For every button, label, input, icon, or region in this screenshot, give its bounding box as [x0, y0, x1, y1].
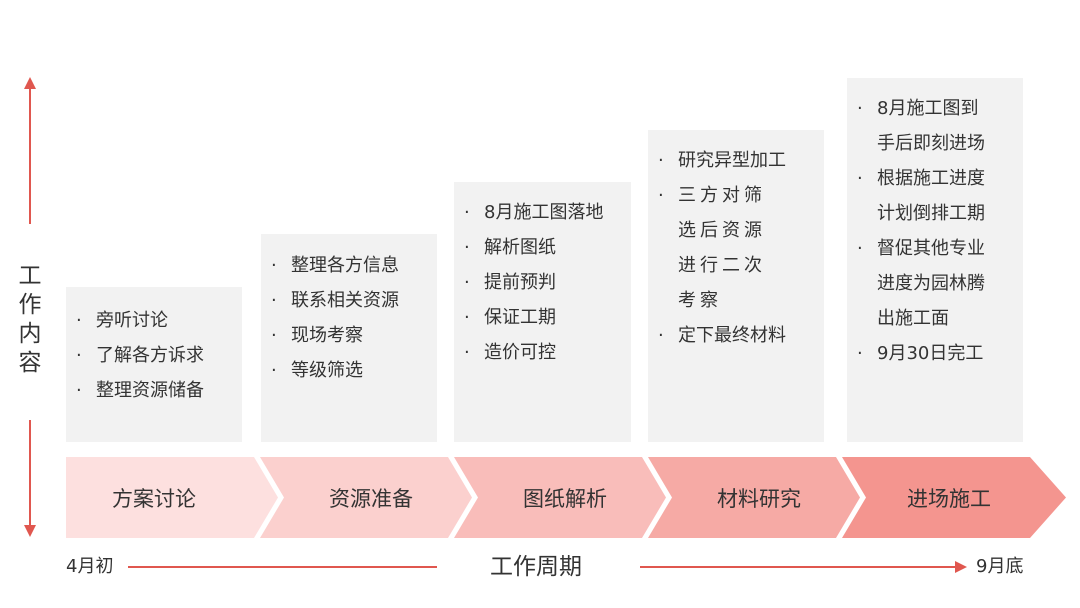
stage-box-1: 旁听讨论 了解各方诉求 整理资源储备 — [66, 287, 242, 442]
stage-step-label: 材料研究 — [717, 486, 801, 511]
stage-box-3: 8月施工图落地 解析图纸 提前预判 保证工期 造价可控 — [454, 182, 631, 442]
list-item: 8月施工图落地 — [454, 195, 631, 230]
list-item: 整理各方信息 — [261, 248, 437, 283]
stage-items-list: 研究异型加工 三方对筛选后资源进行二次考察 定下最终材料 — [648, 143, 824, 353]
stage-items-list: 旁听讨论 了解各方诉求 整理资源储备 — [66, 303, 242, 408]
list-item: 联系相关资源 — [261, 283, 437, 318]
list-item: 整理资源储备 — [66, 373, 242, 408]
arrow-down-icon — [24, 525, 36, 537]
stage-step-1: 方案讨论 — [66, 457, 278, 538]
stage-items-list: 8月施工图落地 解析图纸 提前预判 保证工期 造价可控 — [454, 195, 631, 370]
stage-step-2: 资源准备 — [260, 457, 472, 538]
list-item: 提前预判 — [454, 265, 631, 300]
list-item: 等级筛选 — [261, 353, 437, 388]
list-item: 督促其他专业进度为园林腾出施工面 — [847, 231, 985, 336]
list-item: 旁听讨论 — [66, 303, 242, 338]
stage-step-label: 方案讨论 — [112, 486, 196, 511]
timeline-end-label: 9月底 — [976, 556, 1024, 577]
timeline-line-right — [640, 566, 956, 568]
stage-box-4: 研究异型加工 三方对筛选后资源进行二次考察 定下最终材料 — [648, 130, 824, 442]
list-item: 了解各方诉求 — [66, 338, 242, 373]
stage-step-5: 进场施工 — [842, 457, 1066, 538]
stage-items-list: 整理各方信息 联系相关资源 现场考察 等级筛选 — [261, 248, 437, 388]
list-item: 造价可控 — [454, 335, 631, 370]
list-item: 现场考察 — [261, 318, 437, 353]
list-item: 三方对筛选后资源进行二次考察 — [648, 178, 784, 318]
stage-step-label: 资源准备 — [329, 486, 413, 511]
list-item: 解析图纸 — [454, 230, 631, 265]
list-item: 9月30日完工 — [847, 336, 1023, 371]
timeline-start-label: 4月初 — [66, 556, 114, 577]
stage-box-5: 8月施工图到手后即刻进场 根据施工进度计划倒排工期 督促其他专业进度为园林腾出施… — [847, 78, 1023, 442]
stage-step-label: 图纸解析 — [523, 486, 607, 511]
vertical-axis-line-bottom — [29, 420, 31, 528]
stage-step-4: 材料研究 — [648, 457, 860, 538]
vertical-axis-label: 工作内容 — [18, 263, 42, 376]
list-item: 定下最终材料 — [648, 318, 824, 353]
list-item: 根据施工进度计划倒排工期 — [847, 161, 985, 231]
timeline-line-left — [128, 566, 437, 568]
arrow-up-icon — [24, 77, 36, 89]
list-item: 8月施工图到手后即刻进场 — [847, 91, 985, 161]
stage-step-3: 图纸解析 — [454, 457, 666, 538]
stage-box-2: 整理各方信息 联系相关资源 现场考察 等级筛选 — [261, 234, 437, 442]
list-item: 保证工期 — [454, 300, 631, 335]
stage-step-label: 进场施工 — [907, 486, 991, 511]
stage-items-list: 8月施工图到手后即刻进场 根据施工进度计划倒排工期 督促其他专业进度为园林腾出施… — [847, 91, 1023, 371]
arrow-right-icon — [955, 561, 967, 573]
timeline-title: 工作周期 — [490, 554, 582, 580]
list-item: 研究异型加工 — [648, 143, 824, 178]
vertical-axis-line-top — [29, 86, 31, 224]
